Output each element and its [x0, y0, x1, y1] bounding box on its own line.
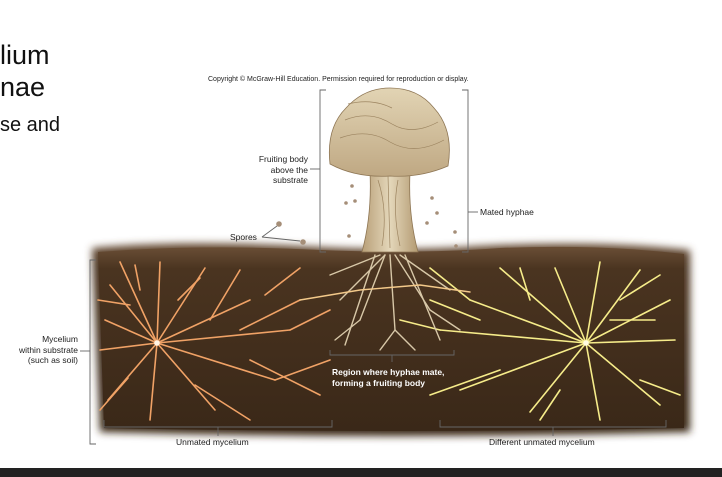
- annotation-brackets: [80, 89, 667, 445]
- spores: [276, 184, 458, 248]
- label-different-unmated-mycelium: Different unmated mycelium: [489, 437, 595, 447]
- slide-title-line-1: lium: [0, 40, 50, 70]
- label-spores: Spores: [230, 232, 257, 242]
- yellow-mycelium-origin: [583, 340, 589, 346]
- fruiting-body-mushroom: [328, 87, 450, 253]
- slide-title-line-2: nae: [0, 72, 46, 102]
- label-mated-hyphae: Mated hyphae: [480, 207, 534, 217]
- unmated-mycelium-hyphae: [97, 261, 331, 421]
- label-unmated-mycelium: Unmated mycelium: [176, 437, 249, 447]
- label-mating-region: Region where hyphae mate, forming a frui…: [332, 367, 445, 388]
- slide-body-text: se and: [0, 114, 61, 136]
- soil-substrate: [92, 243, 690, 436]
- slide-bottom-bar: [0, 468, 722, 477]
- orange-mycelium-origin: [154, 340, 160, 346]
- copyright-notice: Copyright © McGraw-Hill Education. Permi…: [208, 76, 469, 83]
- different-unmated-mycelium-hyphae: [399, 261, 681, 421]
- label-fruiting-body: Fruiting body above the substrate: [258, 154, 308, 185]
- label-mycelium-within-substrate: Mycelium within substrate (such as soil): [18, 334, 78, 365]
